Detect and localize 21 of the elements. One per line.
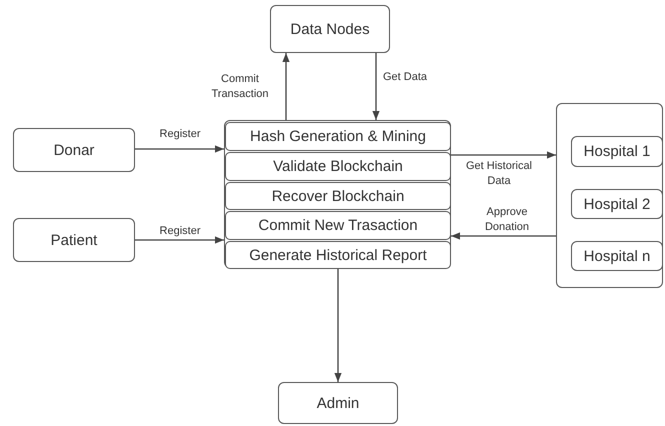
arrow: [451, 232, 556, 240]
process-row: Validate Blockchain: [225, 152, 451, 181]
arrow: [135, 145, 224, 153]
entity-box: Hospital 2: [571, 189, 663, 219]
process-row: Hash Generation & Mining: [225, 122, 451, 151]
entity-box: Patient: [13, 218, 135, 262]
entity-box: Donar: [13, 128, 135, 172]
entity-box: Data Nodes: [270, 5, 390, 53]
process-container: [224, 120, 451, 268]
arrow: [451, 151, 556, 159]
arrow: [135, 236, 224, 244]
process-row: Commit New Trasaction: [225, 211, 451, 240]
process-row: Generate Historical Report: [225, 241, 451, 269]
entity-box: Hospital n: [571, 241, 663, 271]
process-row: Recover Blockchain: [225, 182, 451, 210]
arrow: [282, 53, 290, 120]
entity-box: Admin: [278, 382, 398, 424]
arrow: [372, 53, 380, 120]
group-container: [556, 103, 663, 288]
entity-box: Hospital 1: [571, 136, 663, 167]
arrow: [334, 268, 342, 382]
